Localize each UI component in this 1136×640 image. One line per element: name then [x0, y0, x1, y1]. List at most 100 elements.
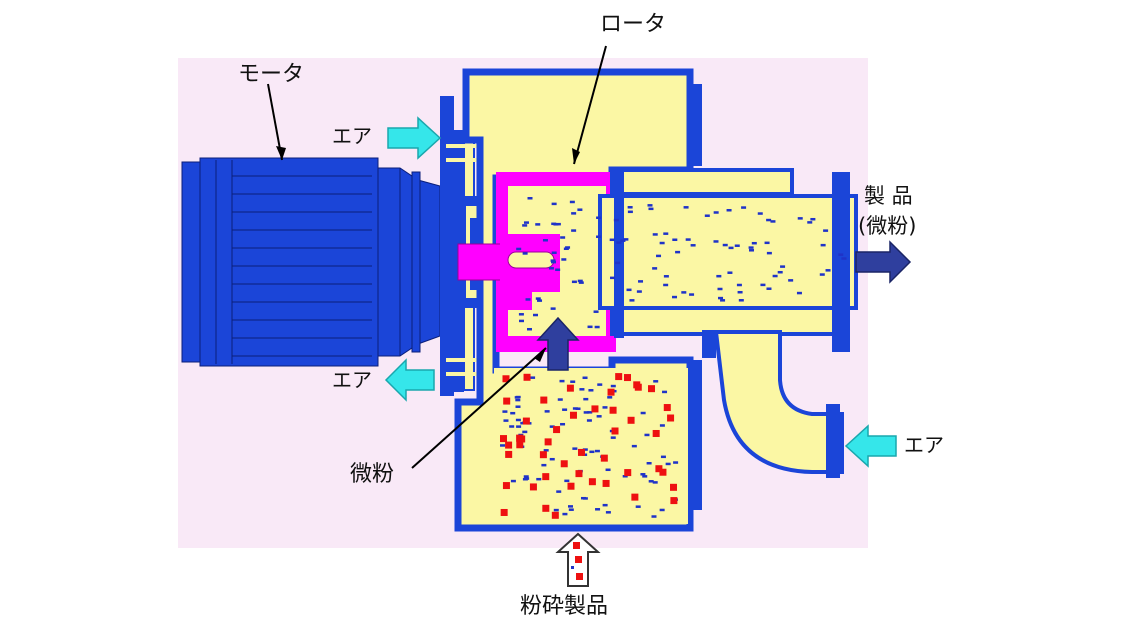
fine-particle: [673, 461, 679, 464]
fine-particle: [717, 287, 723, 291]
coarse-particle: [577, 448, 585, 456]
fine-particle: [602, 503, 608, 507]
coarse-particle: [623, 374, 631, 382]
coarse-particle: [634, 383, 642, 391]
fine-particle: [689, 293, 695, 296]
coarse-particle: [648, 385, 656, 393]
fine-particle: [582, 376, 588, 380]
fine-particle: [659, 424, 665, 427]
fine-particle: [646, 461, 652, 465]
fine-particle: [522, 430, 528, 434]
fine-particle: [568, 508, 574, 511]
fine-particle: [586, 419, 592, 422]
fine-particle: [704, 214, 710, 217]
fine-particle: [537, 299, 543, 302]
coarse-particle: [542, 504, 550, 512]
coarse-particle: [607, 388, 615, 396]
fine-particle: [683, 206, 689, 209]
motor: [181, 157, 441, 367]
fine-particle: [841, 257, 847, 260]
fine-particle: [526, 327, 532, 331]
fine-particle: [738, 299, 744, 302]
fine-particle: [638, 280, 644, 283]
fine-particle: [797, 217, 803, 220]
fine-particle: [550, 259, 556, 262]
fine-particle: [748, 249, 754, 252]
fine-particle: [535, 297, 541, 300]
coarse-particle: [500, 508, 508, 516]
fine-particle: [597, 383, 603, 386]
fine-particle: [589, 450, 595, 454]
fine-particle: [665, 462, 671, 466]
fine-particle: [515, 418, 521, 422]
fine-particle: [543, 449, 549, 452]
fine-particle: [560, 422, 566, 426]
fine-particle: [594, 449, 600, 453]
fine-particle: [605, 468, 611, 472]
air-in-top-label: エア: [332, 124, 372, 148]
fine-particle: [609, 238, 615, 242]
fine-particle: [515, 398, 521, 402]
fine-particle: [651, 515, 657, 518]
fine-particle: [579, 388, 585, 391]
fine-particle: [559, 379, 565, 383]
fine-particle: [578, 281, 584, 284]
fine-particle: [544, 410, 550, 413]
fine-particle: [615, 261, 621, 265]
fine-particle: [568, 505, 573, 508]
fine-particle: [582, 448, 588, 451]
fine-particle: [726, 208, 732, 212]
fine-particle: [577, 208, 583, 211]
fine-particle: [741, 206, 747, 209]
fine-particle: [583, 397, 589, 401]
fine-powder-leader: [411, 347, 547, 469]
feed-label: 粉砕製品: [520, 594, 609, 619]
fine-particle: [751, 241, 757, 245]
fine-particle: [572, 407, 578, 410]
fine-particle: [627, 210, 633, 214]
coarse-particle: [567, 482, 575, 490]
fine-particle: [622, 475, 628, 478]
fine-particle: [681, 291, 687, 294]
coarse-particle: [663, 404, 671, 412]
fine-particle: [648, 480, 654, 483]
fine-particle: [560, 236, 566, 239]
fine-particle: [737, 290, 743, 294]
fine-particle: [542, 239, 548, 242]
fine-particle: [596, 235, 602, 238]
coarse-particle: [516, 441, 524, 449]
coarse-particle: [624, 469, 632, 477]
fine-particle: [565, 246, 571, 249]
coarse-particle: [631, 493, 639, 501]
fine-particle: [764, 241, 770, 245]
fine-particle: [662, 390, 668, 394]
fine-particle: [656, 254, 662, 258]
fine-particle: [515, 405, 521, 408]
motor-label: モータ: [238, 62, 305, 87]
fine-particle: [509, 425, 515, 428]
fine-particle: [583, 411, 589, 414]
coarse-particle: [566, 384, 574, 392]
fine-particle: [672, 238, 678, 242]
air-in-top-arrow: [387, 116, 442, 160]
fine-particle: [571, 229, 577, 232]
fine-particle: [760, 283, 766, 287]
fine-particle: [819, 273, 825, 276]
coarse-particle: [655, 465, 663, 473]
fine-particle: [518, 313, 524, 316]
coarse-particle: [502, 482, 510, 490]
fine-particle: [626, 288, 632, 292]
particles: [500, 197, 847, 519]
fine-particle: [553, 508, 559, 512]
fine-particle: [557, 398, 563, 401]
coarse-particle: [516, 434, 524, 442]
coarse-particle: [670, 483, 678, 491]
fine-particle: [553, 223, 559, 226]
fine-particle: [595, 508, 601, 511]
coarse-particle: [544, 438, 552, 446]
coarse-particle: [542, 473, 550, 481]
fine-particle: [555, 268, 561, 272]
fine-particle: [788, 279, 794, 282]
fine-particle: [572, 447, 578, 450]
